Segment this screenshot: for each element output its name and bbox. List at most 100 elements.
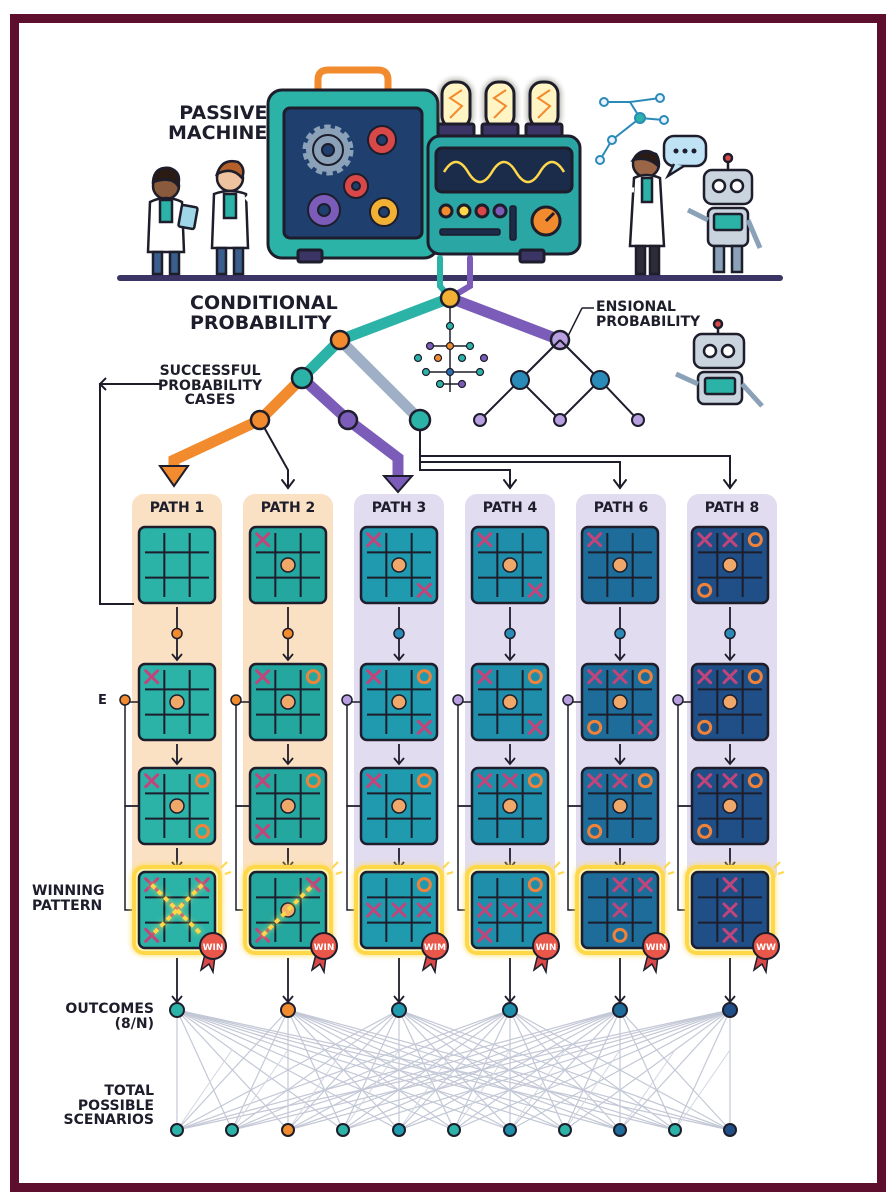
- scattered-node-dots: [413, 321, 489, 389]
- robot-icon-top: [686, 152, 763, 274]
- ensional-network: [473, 339, 645, 427]
- face-icon: [612, 798, 628, 814]
- scenario-link: [674, 1049, 731, 1131]
- win-badge-text: WIN: [314, 943, 335, 953]
- x-mark: [477, 773, 493, 789]
- x-mark: [366, 532, 382, 548]
- arrow-head: [504, 757, 516, 766]
- x-mark: [391, 902, 407, 918]
- board-6-1: [690, 525, 770, 605]
- x-mark: [144, 669, 160, 685]
- winning-board-2: WIN: [243, 861, 343, 975]
- scenario-link: [287, 1009, 731, 1131]
- outcome-node: [391, 1002, 407, 1018]
- successful-cases-label: SUCCESSFUL PROBABILITY CASES: [158, 364, 262, 408]
- scientist-woman-pointing: [210, 160, 264, 276]
- scenario-node: [392, 1123, 406, 1137]
- scientist-man: [607, 149, 666, 276]
- win-line: [150, 883, 204, 937]
- scenario-link: [176, 1009, 621, 1131]
- scenario-link: [231, 1009, 731, 1131]
- x-mark: [612, 669, 628, 685]
- board-2-3: [248, 766, 328, 846]
- arrow-head: [614, 653, 626, 662]
- scenario-link: [231, 1009, 621, 1131]
- successful-cases-line2: PROBABILITY: [158, 377, 263, 394]
- ensional-probability-line1: ENSIONAL: [596, 299, 676, 315]
- outcomes-line1: OUTCOMES: [65, 1001, 154, 1017]
- board-6-2: [690, 662, 770, 742]
- x-mark: [722, 532, 738, 548]
- feedback-loop: [98, 377, 160, 605]
- o-mark: [747, 669, 763, 685]
- board-4-1: [470, 525, 550, 605]
- path-column-1: WIN: [119, 525, 232, 1004]
- x-mark: [366, 773, 382, 789]
- side-node: [341, 694, 353, 706]
- win-badge: [642, 932, 670, 960]
- o-mark: [305, 773, 321, 789]
- scenario-link: [398, 1009, 731, 1131]
- side-bracket: [677, 701, 692, 807]
- win-badge: [752, 932, 780, 960]
- scenario-link: [231, 1009, 289, 1131]
- scenario-link: [176, 1009, 289, 1131]
- total-scenarios-line1: TOTAL: [104, 1083, 154, 1099]
- side-bracket: [457, 701, 472, 807]
- total-scenarios-line3: SCENARIOS: [63, 1112, 154, 1129]
- o-mark: [747, 532, 763, 548]
- side-node: [562, 694, 574, 706]
- sparkle: [553, 861, 565, 875]
- win-line: [261, 883, 315, 937]
- passive-machine-label: PASSIVE MACHINE: [168, 103, 267, 144]
- o-mark: [587, 823, 603, 839]
- path-column-5: WIN: [562, 525, 675, 1004]
- x-mark: [416, 582, 432, 598]
- scenario-node: [170, 1123, 184, 1137]
- o-mark: [612, 927, 628, 943]
- side-node: [230, 694, 242, 706]
- board-3-3: [359, 766, 439, 846]
- path-column-4: WIN: [452, 525, 565, 1004]
- passive-machine: [266, 66, 582, 264]
- x-mark: [722, 927, 738, 943]
- conditional-probability-label: CONDITIONAL PROBABILITY: [190, 293, 338, 334]
- win-badge-text: WIN: [203, 943, 224, 953]
- win-badge: [532, 932, 560, 960]
- scenario-link: [287, 1049, 344, 1131]
- path-heading-4: PATH 4: [482, 500, 538, 516]
- x-mark: [587, 773, 603, 789]
- outcome-node: [502, 1002, 518, 1018]
- side-bracket: [567, 701, 582, 807]
- x-mark: [527, 719, 543, 735]
- scenario-link: [176, 1009, 731, 1131]
- x-mark: [477, 669, 493, 685]
- side-bracket: [235, 701, 250, 807]
- scenario-link: [619, 1049, 676, 1131]
- scenario-link: [509, 1009, 731, 1131]
- x-mark: [255, 532, 271, 548]
- scenario-link: [564, 1049, 621, 1131]
- board-4-3: [470, 766, 550, 846]
- x-mark: [144, 773, 160, 789]
- board-1-3: [137, 766, 217, 846]
- outcome-node: [169, 1002, 185, 1018]
- ensional-probability-label: ENSIONAL PROBABILITY: [596, 300, 700, 329]
- scenario-node: [447, 1123, 461, 1137]
- o-mark: [194, 773, 210, 789]
- x-mark: [416, 902, 432, 918]
- scenario-link: [564, 1009, 731, 1131]
- x-mark: [255, 773, 271, 789]
- side-node: [452, 694, 464, 706]
- x-mark: [255, 823, 271, 839]
- face-icon: [391, 798, 407, 814]
- win-badge: [199, 932, 227, 960]
- face-icon: [391, 694, 407, 710]
- board-6-3: [690, 766, 770, 846]
- scenario-link: [176, 1009, 233, 1131]
- face-icon: [502, 694, 518, 710]
- scenario-link: [619, 1009, 731, 1131]
- x-mark: [477, 927, 493, 943]
- scenario-link: [176, 1009, 400, 1131]
- path-heading-8: PATH 8: [704, 500, 760, 516]
